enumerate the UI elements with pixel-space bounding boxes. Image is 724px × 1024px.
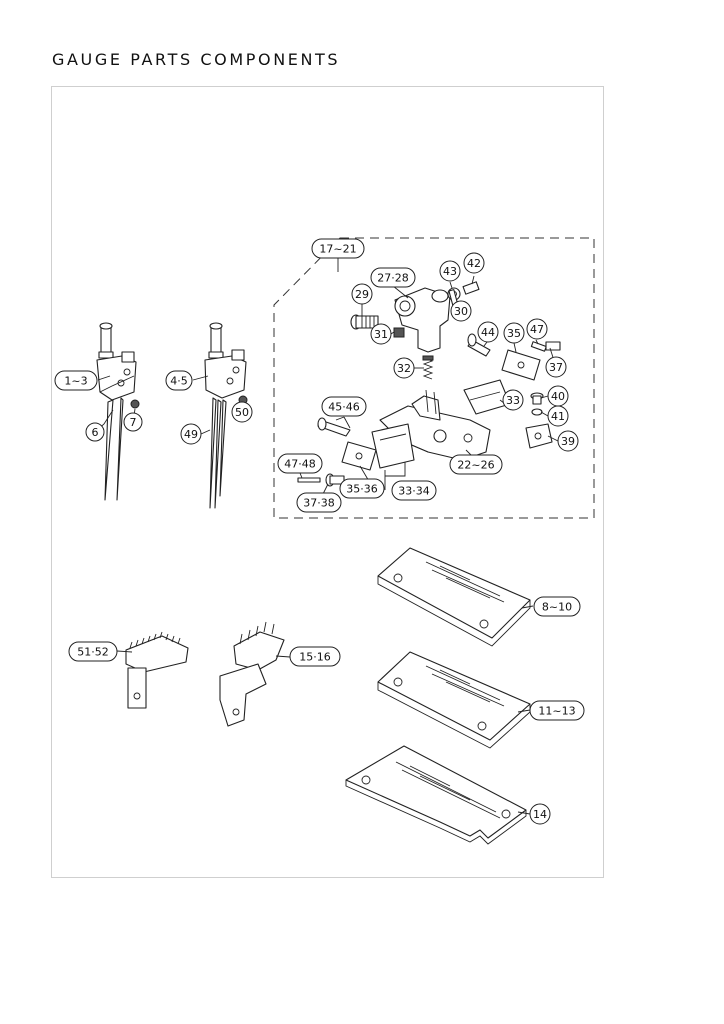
- callout-51-52: 51·52: [68, 641, 118, 662]
- callout-text: 29: [355, 288, 369, 301]
- guide-45-46: [317, 417, 351, 437]
- screw-47: [530, 341, 547, 352]
- callout-22-26: 22~26: [449, 454, 503, 475]
- screw-37-38: [325, 473, 345, 487]
- needle-clamp-4-5: [204, 322, 248, 509]
- callout-14: 14: [529, 803, 551, 825]
- callout-text: 49: [184, 428, 198, 441]
- callout-42: 42: [463, 252, 485, 274]
- feed-dog-15-16: [219, 621, 285, 727]
- callout-text: 22~26: [457, 459, 494, 472]
- plate-35: [501, 349, 541, 381]
- callout-49: 49: [180, 423, 202, 445]
- lever-33-34: [371, 423, 415, 469]
- callout-30: 30: [450, 300, 472, 322]
- callout-31: 31: [370, 323, 392, 345]
- callout-text: 32: [397, 362, 411, 375]
- callout-4-5: 4·5: [165, 370, 193, 391]
- screw-37: [545, 341, 561, 351]
- diagram-frame: [51, 86, 604, 878]
- screw-40: [530, 392, 544, 405]
- screw-42: [462, 281, 480, 295]
- callout-text: 51·52: [77, 646, 109, 659]
- callout-text: 47·48: [284, 458, 316, 471]
- needle-clamp-1-3: [96, 322, 140, 501]
- bracket-27-28: [394, 287, 451, 353]
- callout-text: 43: [443, 265, 457, 278]
- throat-plate-8-10: [377, 547, 531, 647]
- callout-text: 45·46: [328, 401, 360, 414]
- set-screw-31: [393, 327, 405, 338]
- callout-text: 41: [551, 410, 565, 423]
- callout-text: 39: [561, 435, 575, 448]
- callout-text: 4·5: [170, 375, 188, 388]
- callout-40: 40: [547, 385, 569, 407]
- stop-39: [525, 423, 553, 449]
- callout-11-13: 11~13: [529, 700, 585, 721]
- spring-32: [422, 355, 434, 380]
- callout-45-46: 45·46: [321, 396, 367, 417]
- callout-43: 43: [439, 260, 461, 282]
- callout-text: 30: [454, 305, 468, 318]
- pin-47-48: [297, 477, 321, 483]
- callout-text: 50: [235, 406, 249, 419]
- callout-29: 29: [351, 283, 373, 305]
- callout-41: 41: [547, 405, 569, 427]
- callout-35: 35: [503, 322, 525, 344]
- callout-text: 7: [130, 416, 137, 429]
- callout-text: 27·28: [377, 272, 409, 285]
- callout-44: 44: [477, 321, 499, 343]
- callout-text: 14: [533, 808, 547, 821]
- callout-1-3: 1~3: [54, 370, 98, 391]
- callout-text: 40: [551, 390, 565, 403]
- callout-32: 32: [393, 357, 415, 379]
- callout-text: 8~10: [542, 601, 572, 614]
- callout-text: 11~13: [538, 705, 575, 718]
- callout-33-34: 33·34: [391, 480, 437, 501]
- feed-dog-51-52: [125, 631, 189, 709]
- callout-8-10: 8~10: [533, 596, 581, 617]
- callout-35-36: 35·36: [339, 478, 385, 499]
- throat-plate-14: [345, 745, 527, 845]
- callout-text: 47: [530, 323, 544, 336]
- washer-41: [531, 408, 543, 416]
- callout-text: 37: [549, 361, 563, 374]
- base-22-26: [379, 389, 491, 461]
- callout-text: 44: [481, 326, 495, 339]
- callout-47-48: 47·48: [277, 453, 323, 474]
- callout-text: 1~3: [64, 375, 87, 388]
- callout-text: 17~21: [319, 243, 356, 256]
- throat-plate-11-13: [377, 651, 531, 749]
- callout-15-16: 15·16: [289, 646, 341, 667]
- callout-27-28: 27·28: [370, 267, 416, 288]
- group-boundary: [273, 237, 595, 519]
- callout-text: 15·16: [299, 651, 331, 664]
- callout-text: 33: [506, 394, 520, 407]
- callout-39: 39: [557, 430, 579, 452]
- callout-text: 35·36: [346, 483, 378, 496]
- callout-text: 31: [374, 328, 388, 341]
- callout-text: 35: [507, 327, 521, 340]
- callout-text: 6: [92, 426, 99, 439]
- callout-7: 7: [123, 412, 143, 432]
- plate-35-36: [341, 441, 377, 471]
- callout-text: 42: [467, 257, 481, 270]
- callout-text: 37·38: [303, 497, 335, 510]
- callout-text: 33·34: [398, 485, 430, 498]
- callout-33: 33: [502, 389, 524, 411]
- callout-17-21: 17~21: [311, 238, 365, 259]
- callout-47: 47: [526, 318, 548, 340]
- callout-6: 6: [85, 422, 105, 442]
- page-title: GAUGE PARTS COMPONENTS: [52, 50, 341, 69]
- callout-37-38: 37·38: [296, 492, 342, 513]
- screw-29: [350, 314, 379, 330]
- callout-50: 50: [231, 401, 253, 423]
- callout-37: 37: [545, 356, 567, 378]
- guide-44: [467, 333, 491, 357]
